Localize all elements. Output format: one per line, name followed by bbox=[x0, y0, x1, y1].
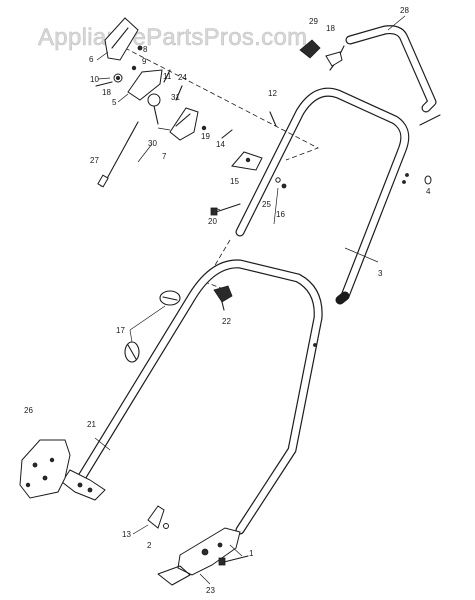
callout-labels: 8 6 9 10 11 18 24 5 31 12 19 30 14 7 27 … bbox=[24, 6, 431, 595]
callout-5: 5 bbox=[112, 98, 117, 107]
callout-20: 20 bbox=[208, 217, 217, 226]
callout-11: 11 bbox=[163, 72, 172, 81]
callout-16: 16 bbox=[276, 210, 285, 219]
callout-28: 28 bbox=[400, 6, 409, 15]
part-27-cable bbox=[97, 121, 139, 188]
callout-6: 6 bbox=[89, 55, 94, 64]
callout-29: 29 bbox=[309, 17, 318, 26]
part-29-clip bbox=[299, 39, 343, 67]
callout-21: 21 bbox=[87, 420, 96, 429]
assembly-line-a bbox=[124, 47, 319, 161]
part-24-pin bbox=[175, 85, 183, 101]
callout-1: 1 bbox=[249, 549, 254, 558]
part-13-clip bbox=[147, 505, 169, 529]
callout-30: 30 bbox=[148, 139, 157, 148]
callout-18-left: 18 bbox=[102, 88, 111, 97]
part-25-washer bbox=[275, 177, 281, 183]
callout-8: 8 bbox=[143, 45, 148, 54]
right-lower-bracket bbox=[157, 527, 241, 586]
callout-13: 13 bbox=[122, 530, 131, 539]
callout-14: 14 bbox=[216, 140, 225, 149]
part-5-lever bbox=[95, 65, 163, 101]
callout-27: 27 bbox=[90, 156, 99, 165]
watermark-text: AppliancePartsPros.com bbox=[38, 24, 307, 51]
leader-lines bbox=[94, 15, 406, 585]
part-12-screw bbox=[269, 111, 277, 127]
callout-17: 17 bbox=[116, 326, 125, 335]
part-1-bolt bbox=[218, 555, 249, 566]
upper-handle bbox=[235, 87, 410, 305]
callout-3: 3 bbox=[378, 269, 383, 278]
part-4-cap bbox=[424, 175, 432, 185]
callout-23: 23 bbox=[206, 586, 215, 595]
part-15-plate bbox=[231, 151, 263, 171]
callout-25: 25 bbox=[262, 200, 271, 209]
callout-18-top: 18 bbox=[326, 24, 335, 33]
callout-12: 12 bbox=[268, 89, 277, 98]
part-6-housing bbox=[104, 17, 143, 61]
part-22-wing-knob bbox=[213, 285, 233, 311]
part-31-knob bbox=[147, 93, 161, 125]
callout-15: 15 bbox=[230, 177, 239, 186]
callout-9: 9 bbox=[142, 57, 147, 66]
callout-4: 4 bbox=[426, 187, 431, 196]
callout-22: 22 bbox=[222, 317, 231, 326]
callout-24: 24 bbox=[178, 73, 187, 82]
callout-26: 26 bbox=[24, 406, 33, 415]
callout-10: 10 bbox=[90, 75, 99, 84]
callout-19: 19 bbox=[201, 132, 210, 141]
callout-2: 2 bbox=[147, 541, 152, 550]
callout-7: 7 bbox=[162, 152, 167, 161]
part-16-nut bbox=[281, 183, 287, 189]
part-20-bolt bbox=[210, 203, 241, 216]
part-14-bolt bbox=[221, 129, 233, 139]
part-7-bracket bbox=[169, 107, 207, 141]
part-11-pin bbox=[163, 69, 171, 83]
lower-handle bbox=[75, 259, 323, 535]
callout-31: 31 bbox=[171, 93, 180, 102]
left-mount-plate bbox=[19, 439, 71, 499]
